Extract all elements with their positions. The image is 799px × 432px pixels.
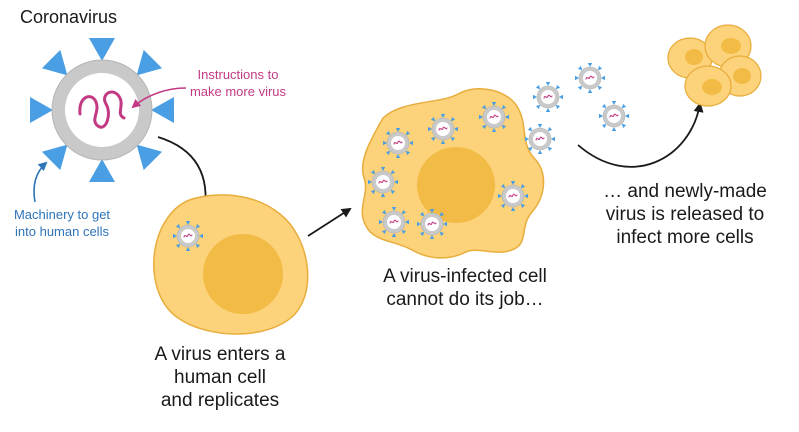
spike-protein-icons xyxy=(30,38,174,182)
rna-strand-icon xyxy=(78,90,126,129)
coronavirus-illustration xyxy=(30,38,174,182)
infected-cell-step2 xyxy=(361,87,545,259)
healthy-cell-cluster xyxy=(667,24,762,107)
virus-particle-icon xyxy=(598,100,630,132)
cell-nucleus xyxy=(203,234,283,314)
spike-annotation: Machinery to get into human cells xyxy=(13,207,111,239)
step3-caption: … and newly-made virus is released to in… xyxy=(603,181,767,249)
infected-cell-step1 xyxy=(153,194,309,335)
virus-core xyxy=(65,73,139,147)
spread-arrow xyxy=(577,102,704,168)
rna-annotation: Instructions to make more virus xyxy=(189,67,287,99)
virus-particle-icon xyxy=(367,166,399,198)
cluster-cell xyxy=(684,65,732,107)
virus-particle-icon xyxy=(497,180,529,212)
virus-particle-icon xyxy=(478,101,510,133)
virus-particle-icon xyxy=(574,62,606,94)
released-virus-particles xyxy=(524,62,630,155)
machinery-pointer-arrow xyxy=(33,161,48,203)
virus-particle-icon xyxy=(382,127,414,159)
virus-particle-icon xyxy=(416,208,448,240)
step1-caption: A virus enters a human cell and replicat… xyxy=(154,344,286,412)
instructions-pointer-arrow xyxy=(131,87,187,109)
cell-nucleus xyxy=(417,147,495,223)
virus-particle-icon xyxy=(427,113,459,145)
diagram-title: Coronavirus xyxy=(20,7,118,27)
step2-caption: A virus-infected cell cannot do its job… xyxy=(383,266,547,311)
virus-particle-icon xyxy=(524,123,556,155)
virus-particle-icon xyxy=(378,206,410,238)
virus-particle-icon xyxy=(172,220,204,252)
virus-particle-icon xyxy=(532,81,564,113)
progression-arrow xyxy=(307,207,352,237)
